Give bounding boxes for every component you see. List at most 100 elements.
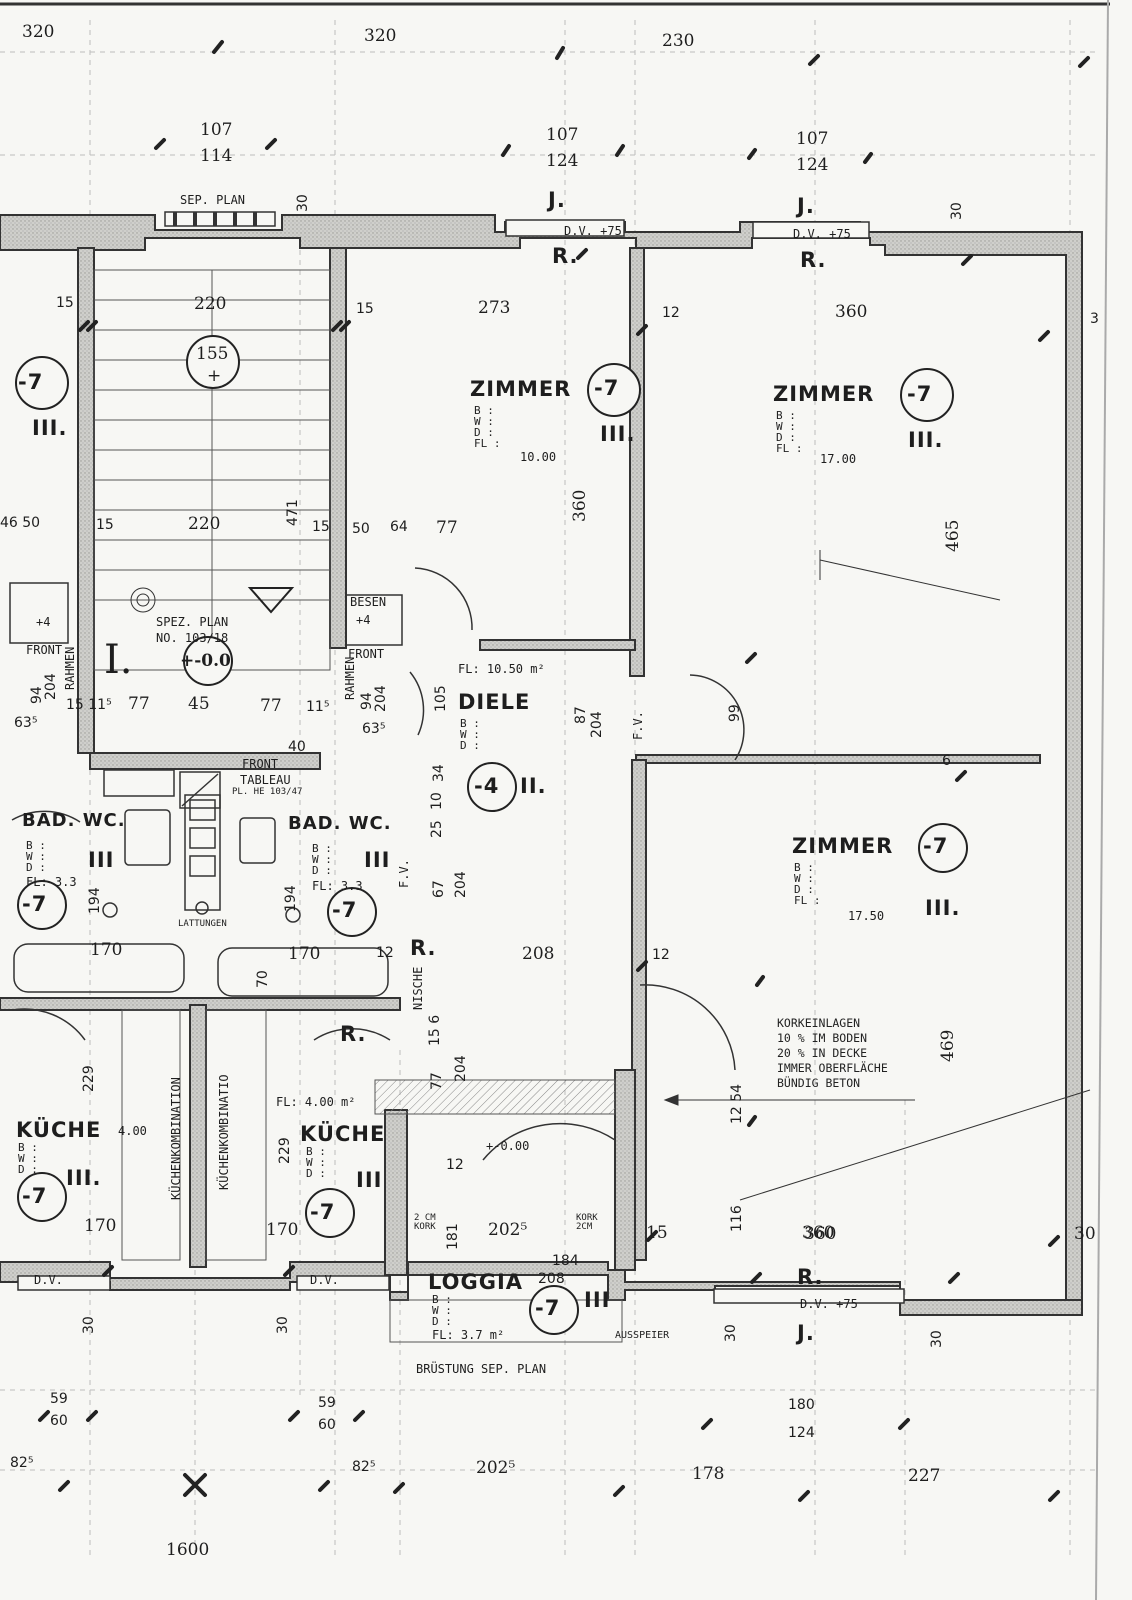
bad-2-keys: B : W : D :: [312, 843, 332, 876]
loggia-parapet: [389, 1299, 623, 1343]
fl-key-w: W :: [18, 1152, 38, 1165]
window-sills: [173, 212, 257, 226]
bottom-dim-total: 1600: [166, 1540, 210, 1560]
zimmer-1-depth: 360: [570, 489, 590, 522]
bottom-dim-r2-a: 59: [318, 1395, 336, 1411]
dim-11-5: 11⁵: [306, 699, 330, 715]
fl-key-b: B :: [460, 717, 480, 730]
bad-1-roman: III: [88, 848, 115, 872]
dim-94-b: 94: [359, 692, 375, 710]
opening-3-b: 124: [796, 155, 829, 175]
dim-204-d: 204: [453, 871, 469, 898]
loggia-roman: III: [584, 1288, 611, 1312]
zimmer-2-area: 17.00: [820, 452, 857, 466]
dim-15-a: 15: [56, 295, 74, 311]
wall-30-right: 30: [1074, 1224, 1096, 1244]
dim-12-54: 12 54: [729, 1083, 745, 1124]
bad-2-area: FL: 3.3: [312, 879, 363, 893]
j-mark-3: J.: [797, 1321, 815, 1345]
zimmer-1-area: 10.00: [520, 450, 557, 464]
dim-635-a: 63⁵: [14, 715, 38, 731]
zimmer-1-name: ZIMMER: [470, 377, 572, 401]
dim-70: 70: [255, 970, 271, 988]
dim-77-c: 77: [260, 696, 282, 716]
dim-170-a: 170: [90, 940, 123, 960]
dim-105: 105: [433, 685, 449, 712]
dim-12-d: 12: [446, 1157, 464, 1173]
plus4-label-2: +4: [36, 615, 51, 629]
bad-1-circle: -7: [22, 892, 48, 916]
dim-94-a: 94: [29, 686, 45, 704]
fl-key-b: B :: [474, 404, 494, 417]
fl-key-fl: FL :: [776, 442, 803, 455]
dim-10: 10: [429, 792, 445, 810]
diele-roman: II.: [520, 774, 547, 798]
tableau-label: TABLEAU: [240, 773, 291, 787]
spez-plan: SPEZ. PLAN: [156, 615, 229, 629]
dim-204-e: 204: [453, 1055, 469, 1082]
leader-lines: [663, 550, 1091, 1201]
dv-label-4: D.V.: [34, 1273, 63, 1287]
fl-key-d: D :: [26, 861, 46, 874]
zimmer-3-keys: B : W : D : FL :: [794, 862, 821, 906]
kueche-2-roman: III: [356, 1168, 383, 1192]
wall-30-bottom-3: 30: [723, 1324, 739, 1342]
tick-marks: [38, 40, 1090, 1502]
zimmer-3-area: 17.50: [848, 909, 885, 923]
loggia-name: LOGGIA: [428, 1270, 524, 1294]
hatched-threshold: [374, 1079, 616, 1115]
zimmer-2-width: 360: [835, 302, 868, 322]
dim-top-3: 230: [662, 31, 695, 51]
dim-229-a: 229: [81, 1065, 97, 1092]
windows: [17, 211, 905, 1304]
dim-170-c: 170: [84, 1216, 117, 1236]
dim-77-b: 77: [128, 694, 150, 714]
zimmer-3-name: ZIMMER: [792, 834, 894, 858]
dv-label-3: D.V. +75: [800, 1297, 858, 1311]
dim-top-1: 320: [22, 22, 55, 42]
kueche-1-roman: III.: [66, 1166, 102, 1190]
r-mark-3: R.: [410, 936, 437, 960]
dv-label-2: D.V. +75: [793, 227, 851, 241]
kueche-1-name: KÜCHE: [16, 1118, 102, 1142]
front-label-2: FRONT: [26, 643, 63, 657]
r-mark-1: R.: [552, 244, 579, 268]
zimmer-1-width: 273: [478, 298, 511, 318]
dim-635-b: 63⁵: [362, 721, 386, 737]
left-room-circle: -7: [18, 370, 44, 394]
wall-3-right: 3: [1090, 311, 1099, 327]
fl-key-w: W :: [312, 853, 332, 866]
zimmer-1-circle: -7: [594, 376, 620, 400]
exterior-walls: [0, 214, 1083, 1316]
dim-194-a: 194: [87, 887, 103, 914]
stair: [93, 269, 331, 671]
dim-15-6: 15 6: [427, 1014, 443, 1046]
opening-1-a: 107: [200, 120, 233, 140]
bad-1-name: BAD. WC.: [22, 810, 126, 831]
stair-circle-plus: +: [207, 366, 222, 386]
dim-46-50: 46 50: [0, 515, 41, 531]
kork-left-label: 2 CM KORK: [414, 1213, 436, 1232]
stair-width-mid: 220: [188, 514, 221, 534]
fl-key-d: D :: [306, 1167, 326, 1180]
j-mark-1: J.: [548, 188, 566, 212]
kueche-2-area: FL: 4.00 m²: [276, 1095, 356, 1109]
fl-key-d: D :: [432, 1315, 452, 1328]
bad-2-name: BAD. WC.: [288, 813, 392, 834]
dim-12-b: 12: [376, 945, 394, 961]
door-swings: [11, 567, 745, 1161]
zimmer-3-circle: -7: [923, 834, 949, 858]
fl-key-fl: FL :: [474, 437, 501, 450]
r-mark-5: R.: [797, 1265, 824, 1289]
korkeinlagen-line: BÜNDIG BETON: [777, 1076, 861, 1090]
diele-circle: -4: [474, 774, 500, 798]
kueche-2-name: KÜCHE: [300, 1122, 386, 1146]
dim-15-b: 15: [356, 301, 374, 317]
bottom-dim-r1-b: 60: [50, 1413, 68, 1429]
bottom-dim-s1: 82⁵: [10, 1455, 34, 1471]
diele-keys: B : W : D :: [460, 718, 480, 751]
opening-1-b: 114: [200, 146, 233, 166]
zimmer-2-keys: B : W : D : FL :: [776, 410, 803, 454]
fl-key-w: W :: [306, 1156, 326, 1169]
